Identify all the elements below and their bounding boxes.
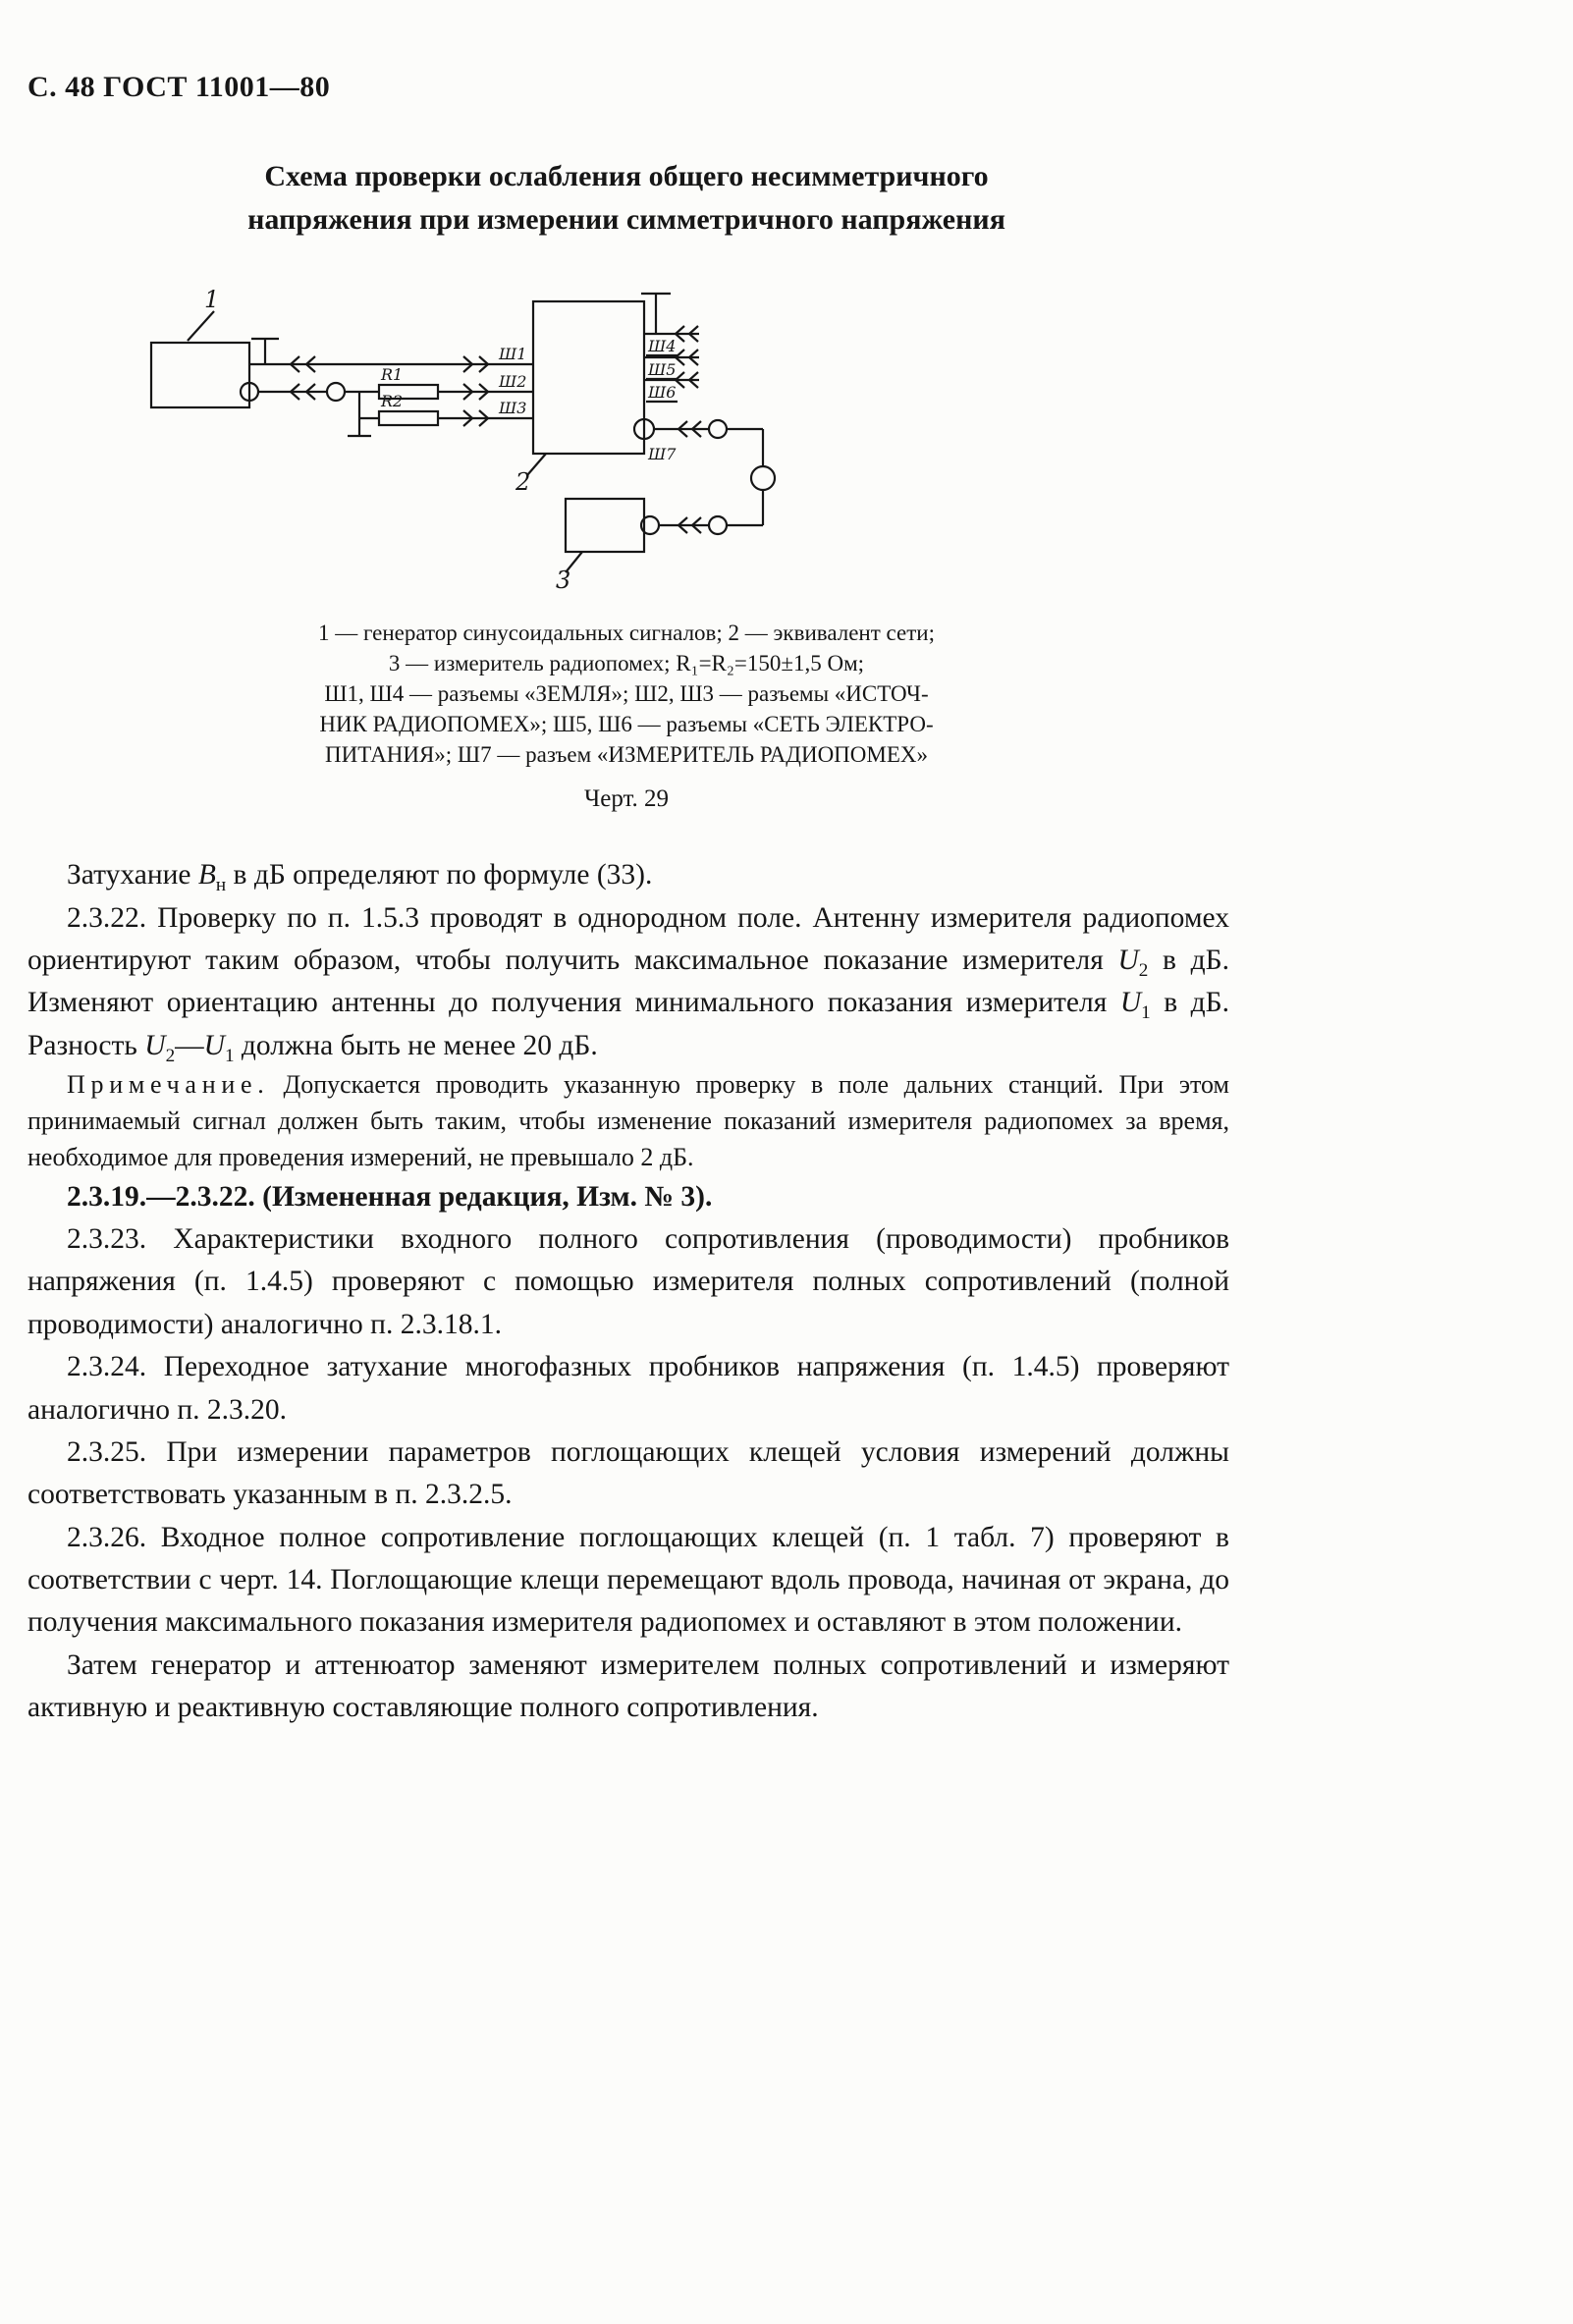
circuit-diagram-svg: 1 Ш1 [149,286,777,594]
caption-line: 3 — измеритель радиопомех; R₁=R₂=150±1,5… [388,651,865,676]
ground-icon [641,292,671,334]
generator-box: 1 [149,286,260,409]
figure-number: Черт. 29 [583,785,670,813]
resistor-r2: R2 Ш3 [377,392,533,428]
note-paragraph: Примечание.Допускается проводить указанн… [27,1067,1229,1176]
page-header: С. 48 ГОСТ 11001—80 [27,71,331,103]
note-label: Примечание. [67,1070,270,1100]
resistor-r1: R1 Ш2 [377,365,533,402]
meter-box: 3 [556,497,763,594]
mains-connectors: Ш4 Ш5 Ш6 [644,324,700,404]
signal-wire [258,381,379,403]
paragraph-2-3-25: 2.3.25. При измерении параметров поглоща… [27,1435,1229,1511]
connector-circle [707,514,729,536]
ground-icon [348,392,379,438]
svg-text:Ш6: Ш6 [647,383,676,402]
ground-icon [251,337,279,364]
svg-text:1: 1 [204,286,219,313]
caption-line: 1 — генератор синусоидальных сигналов; 2… [318,621,935,645]
receiver-output-wire: Ш7 [632,417,777,525]
svg-text:Ш3: Ш3 [498,399,526,417]
ground-wire: Ш1 [249,345,533,374]
caption-line: Ш1, Ш4 — разъемы «ЗЕМЛЯ»; Ш2, Ш3 — разъе… [324,681,929,707]
svg-text:2: 2 [515,468,530,496]
paragraph-2-3-24: 2.3.24. Переходное затухание многофазных… [27,1351,1229,1426]
body-text: Затухание Вн в дБ определяют по формуле … [27,854,1229,1729]
connector-circle [325,381,347,403]
circuit-diagram: 1 Ш1 [143,282,1229,606]
page-content: С. 48 ГОСТ 11001—80 Схема проверки ослаб… [27,0,1229,1729]
svg-text:Ш2: Ш2 [498,372,526,391]
figure-title-line1: Схема проверки ослабления общего несимме… [264,160,989,192]
paragraph-revision: 2.3.19.—2.3.22. (Измененная редакция, Из… [67,1180,713,1213]
paragraph-2-3-26: 2.3.26. Входное полное сопротивление пог… [27,1521,1229,1639]
svg-text:R2: R2 [380,392,403,410]
svg-text:R1: R1 [380,365,403,384]
paragraph-final: Затем генератор и аттенюатор заменяют из… [27,1648,1229,1724]
caption-line: ПИТАНИЯ»; Ш7 — разъем «ИЗМЕРИТЕЛЬ РАДИОП… [324,742,929,768]
figure-caption: 1 — генератор синусоидальных сигналов; 2… [185,618,1068,770]
connector-circle [707,418,729,440]
note-text: Допускается проводить указанную проверку… [27,1070,1229,1171]
figure-title-line2: напряжения при измерении симметричного н… [247,202,1005,236]
svg-text:Ш7: Ш7 [647,445,677,463]
figure-title: Схема проверки ослабления общего несимме… [86,155,1166,241]
paragraph-formula-ref: Затухание Вн в дБ определяют по формуле … [67,859,653,896]
svg-text:Ш5: Ш5 [647,360,676,379]
connector-circle [749,464,777,492]
paragraph-2-3-23: 2.3.23. Характеристики входного полного … [27,1223,1229,1340]
svg-text:3: 3 [556,567,570,594]
network-box: 2 [515,299,646,496]
caption-line: НИК РАДИОПОМЕХ»; Ш5, Ш6 — разъемы «СЕТЬ … [319,712,934,737]
svg-text:Ш1: Ш1 [498,345,526,363]
paragraph-2-3-22: 2.3.22. Проверку по п. 1.5.3 проводят в … [27,901,1229,1066]
svg-text:Ш4: Ш4 [647,337,676,355]
